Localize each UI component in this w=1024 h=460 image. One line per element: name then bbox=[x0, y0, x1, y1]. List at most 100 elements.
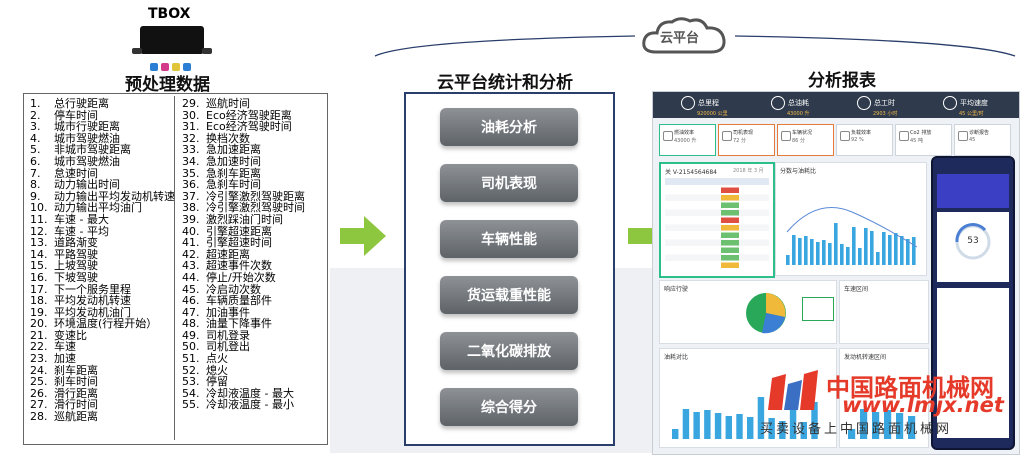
list-item-label: 停车时间 bbox=[54, 108, 98, 122]
list-item: 42.超速距离 bbox=[182, 247, 327, 261]
metric-card-icon bbox=[899, 131, 909, 141]
metric-card-icon bbox=[840, 131, 850, 141]
list-item-label: 司机登录 bbox=[206, 328, 250, 342]
list-item-label: 停止/开始次数 bbox=[206, 270, 276, 284]
list-item-label: 下一个服务里程 bbox=[54, 282, 131, 296]
list-item-label: 变速比 bbox=[54, 328, 87, 342]
list-item: 7.怠速时间 bbox=[30, 166, 180, 180]
table-cell-status bbox=[721, 247, 739, 253]
chart-bar bbox=[828, 243, 832, 265]
phone-banner bbox=[937, 174, 1009, 208]
score-table bbox=[665, 178, 769, 269]
chart-bar bbox=[860, 409, 868, 439]
list-item-number: 23. bbox=[30, 352, 48, 366]
cloud-label: 云平台 bbox=[660, 31, 700, 46]
list-item: 1.总行驶距离 bbox=[30, 98, 180, 110]
list-item-label: 超速距离 bbox=[206, 247, 250, 261]
freight-load-button: 货运载重性能 bbox=[440, 276, 578, 314]
list-item: 30.Eco经济驾驶距离 bbox=[182, 109, 327, 122]
list-item-number: 54. bbox=[182, 386, 200, 400]
arrow-right-icon bbox=[340, 216, 386, 256]
list-item: 11.车速 - 最大 bbox=[30, 214, 180, 226]
list-item: 41.引擎超速时间 bbox=[182, 237, 327, 249]
list-item-label: 道路渐变 bbox=[54, 236, 98, 250]
chart-bar bbox=[800, 422, 807, 439]
list-item-label: 巡航距离 bbox=[54, 410, 98, 424]
list-item: 27.滑行时间 bbox=[30, 399, 180, 411]
phone-detail-panel bbox=[937, 288, 1009, 438]
chart-bar bbox=[725, 416, 732, 439]
list-item: 38.冷引擎激烈驾驶时间 bbox=[182, 202, 327, 214]
list-item-label: 加油事件 bbox=[206, 305, 250, 319]
list-item: 54.冷却液温度 - 最大 bbox=[182, 388, 327, 400]
list-item: 10.动力输出平均油门 bbox=[30, 202, 180, 214]
chart-bar bbox=[789, 401, 797, 439]
list-item-number: 41. bbox=[182, 236, 200, 250]
list-item-number: 22. bbox=[30, 340, 48, 354]
list-item-label: 刹车时间 bbox=[54, 375, 98, 389]
table-row bbox=[665, 239, 769, 246]
list-item-label: 停留 bbox=[206, 375, 228, 389]
list-item-number: 5. bbox=[30, 143, 41, 157]
rpm-range-panel: 发动机转速区间 bbox=[839, 348, 929, 448]
list-item-label: 引擎超速距离 bbox=[206, 224, 272, 238]
chart-bar bbox=[864, 228, 868, 265]
score-fuel-chart bbox=[786, 207, 918, 265]
list-item-number: 19. bbox=[30, 305, 48, 319]
list-item-number: 7. bbox=[30, 166, 41, 180]
list-item-label: 动力输出时间 bbox=[54, 178, 120, 192]
list-item-label: 激烈踩油门时间 bbox=[206, 212, 283, 226]
chart-bar bbox=[792, 235, 796, 265]
column-divider bbox=[174, 96, 175, 440]
chart-bar bbox=[768, 418, 775, 439]
chart-bar bbox=[894, 233, 898, 265]
list-item-label: 急加速距离 bbox=[206, 143, 261, 157]
list-item-number: 1. bbox=[30, 97, 41, 110]
list-item: 24.刹车距离 bbox=[30, 364, 180, 377]
list-item-label: 平均发动机转速 bbox=[54, 294, 131, 308]
list-item-label: 上坡驾驶 bbox=[54, 259, 98, 273]
phone-mockup: 53 bbox=[931, 156, 1015, 450]
chart-bar bbox=[912, 237, 916, 265]
list-item-number: 39. bbox=[182, 212, 200, 226]
list-item-number: 18. bbox=[30, 294, 48, 308]
list-item: 28.巡航距离 bbox=[30, 411, 180, 423]
list-item-label: 点火 bbox=[206, 352, 228, 366]
report-date: 2018 年 3 月 bbox=[733, 168, 764, 174]
list-item-label: 急刹车时间 bbox=[206, 178, 261, 192]
list-item-label: 加速 bbox=[54, 352, 76, 366]
list-item-label: 司机登出 bbox=[206, 340, 250, 354]
list-item-label: 油量下降事件 bbox=[206, 317, 272, 331]
metric-card-label: 负载效率 bbox=[851, 130, 872, 136]
list-item-label: 冷引擎激烈驾驶时间 bbox=[206, 201, 305, 215]
clock-icon bbox=[857, 96, 871, 110]
chart-bar bbox=[840, 244, 844, 265]
list-item: 22.车速 bbox=[30, 341, 180, 353]
driver-performance-button: 司机表现 bbox=[440, 164, 578, 202]
metric-card-icon bbox=[722, 131, 732, 141]
list-item: 6.城市驾驶燃油 bbox=[30, 156, 180, 168]
speed-range-panel: 车速区间 bbox=[839, 280, 929, 344]
list-item: 21.变速比 bbox=[30, 330, 180, 342]
list-item-number: 36. bbox=[182, 178, 200, 192]
list-item: 31.Eco经济驾驶时间 bbox=[182, 121, 327, 133]
list-item-number: 45. bbox=[182, 282, 200, 296]
chart-bar bbox=[858, 248, 862, 265]
list-item-label: 冷启动次数 bbox=[206, 282, 261, 296]
list-item: 48.油量下降事件 bbox=[182, 318, 327, 330]
rpm-panel-title: 发动机转速区间 bbox=[844, 354, 887, 361]
list-item: 19.平均发动机油门 bbox=[30, 305, 180, 319]
list-item-number: 51. bbox=[182, 352, 200, 366]
table-row bbox=[665, 224, 769, 231]
list-item: 5.非城市驾驶距离 bbox=[30, 144, 180, 156]
chart-bar bbox=[810, 239, 814, 265]
speedometer-icon bbox=[943, 96, 957, 110]
list-item-number: 3. bbox=[30, 120, 41, 134]
list-item: 47.加油事件 bbox=[182, 305, 327, 319]
list-item-label: 城市行驶距离 bbox=[54, 120, 120, 134]
list-item-label: 城市驾驶燃油 bbox=[54, 154, 120, 168]
